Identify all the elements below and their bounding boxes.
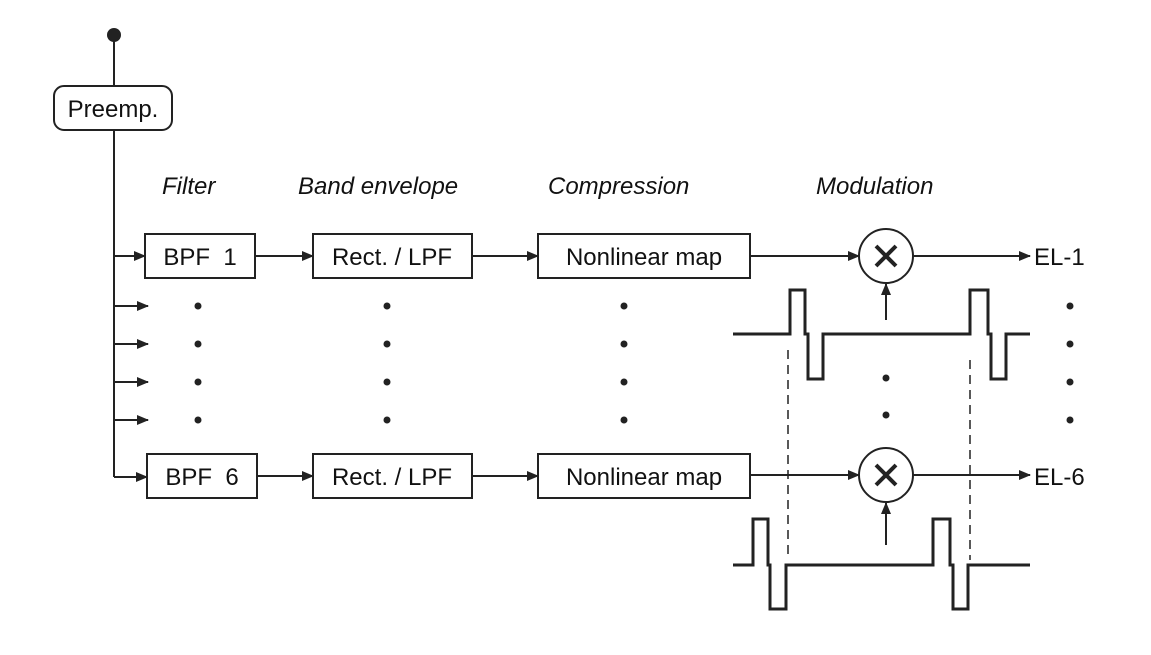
channel-1-output-label: EL-1 — [1034, 244, 1085, 271]
channel-6-bpf-box — [146, 453, 258, 499]
header-compression: Compression — [548, 173, 689, 200]
header-band-envelope: Band envelope — [298, 173, 458, 200]
channel-6-output-label: EL-6 — [1034, 464, 1085, 491]
header-filter: Filter — [162, 173, 216, 200]
channel-6-envelope-box — [312, 453, 473, 499]
preemphasis-label: Preemp. — [68, 96, 159, 123]
pulse-train-channel-1 — [733, 288, 1030, 381]
channel-1-envelope-label: Rect. / LPF — [332, 244, 452, 271]
ellipsis-compression — [620, 302, 628, 424]
ellipsis-filter — [194, 302, 202, 424]
channel-1-bpf-label: BPF 1 — [163, 244, 236, 271]
channel-6-envelope-label: Rect. / LPF — [332, 464, 452, 491]
ellipsis-modulation — [882, 374, 890, 419]
ellipsis-envelope — [383, 302, 391, 424]
channel-1-multiplier-cross — [874, 244, 898, 268]
channel-6-compression-label: Nonlinear map — [566, 464, 722, 491]
channel-6-bpf-label: BPF 6 — [165, 464, 238, 491]
channel-1-compression-label: Nonlinear map — [566, 244, 722, 271]
header-modulation: Modulation — [816, 173, 933, 200]
channel-6-multiplier-cross — [874, 463, 898, 487]
channel-6: BPF 6 Rect. / LPF Nonlinear map EL-6 — [114, 447, 1085, 545]
channel-1: BPF 1 Rect. / LPF Nonlinear map EL-1 — [114, 228, 1085, 320]
pulse-train-channel-6 — [733, 517, 1030, 611]
ellipsis-output — [1066, 302, 1074, 424]
